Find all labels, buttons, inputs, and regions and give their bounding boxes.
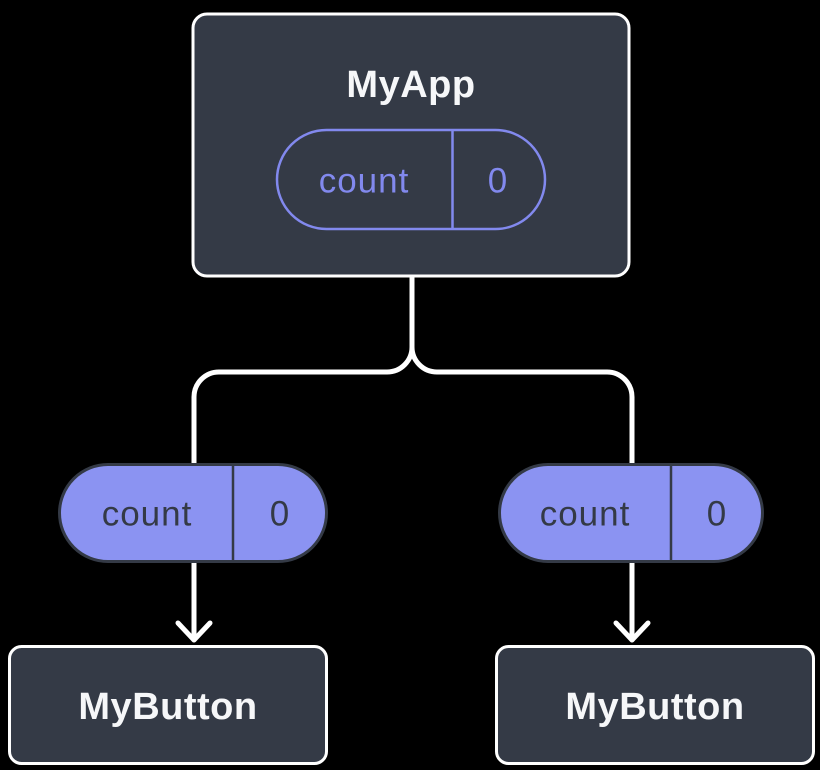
left-arrowhead-icon bbox=[175, 620, 213, 643]
right-child-node: MyButton bbox=[495, 645, 815, 765]
right-prop-value-label: 0 bbox=[707, 495, 727, 534]
left-prop-pill: count 0 bbox=[58, 463, 328, 563]
left-child-node-label: MyButton bbox=[78, 686, 257, 728]
right-arrowhead-icon bbox=[613, 620, 651, 643]
left-prop-name-label: count bbox=[102, 495, 193, 534]
root-node-label: MyApp bbox=[346, 64, 475, 106]
connector-right-branch bbox=[409, 273, 635, 641]
root-node: MyApp count 0 bbox=[191, 12, 631, 278]
left-child-node: MyButton bbox=[8, 645, 328, 765]
left-child-node-box bbox=[8, 645, 328, 765]
left-prop-pill-shape bbox=[58, 463, 328, 563]
root-state-name-label: count bbox=[319, 162, 410, 201]
root-state-pill-outline bbox=[275, 128, 547, 231]
left-prop-value-label: 0 bbox=[270, 495, 290, 534]
right-child-node-label: MyButton bbox=[565, 686, 744, 728]
root-state-pill: count 0 bbox=[275, 128, 547, 231]
right-prop-name-label: count bbox=[540, 495, 631, 534]
right-prop-pill-shape bbox=[498, 463, 764, 563]
connector-left-branch bbox=[191, 273, 415, 641]
root-state-value-label: 0 bbox=[488, 162, 508, 201]
right-prop-pill: count 0 bbox=[498, 463, 764, 563]
root-node-box bbox=[191, 12, 631, 278]
right-child-node-box bbox=[495, 645, 815, 765]
